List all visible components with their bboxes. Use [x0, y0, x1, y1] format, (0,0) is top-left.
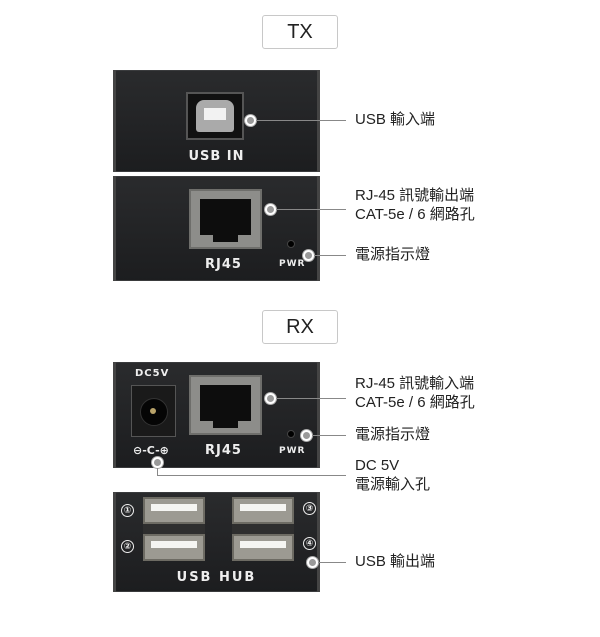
dc-silk: DC5V: [135, 368, 170, 379]
callout-line: [314, 255, 346, 256]
usb-port-3: [232, 497, 294, 524]
callout-dot: [152, 457, 163, 468]
rj45-port: [189, 189, 262, 249]
rj45-output-label: RJ-45 訊號輸出端: [355, 187, 475, 204]
pwr-led: [287, 240, 295, 248]
callout-line: [318, 562, 346, 563]
callout-dot: [307, 557, 318, 568]
callout-dot: [303, 250, 314, 261]
callout-line: [276, 398, 346, 399]
usb-b-port: [186, 92, 244, 140]
cat-label: CAT-5e / 6 網路孔: [355, 206, 475, 223]
power-led-label: 電源指示燈: [355, 426, 431, 443]
callout-dot: [265, 393, 276, 404]
usb-out-label: USB 輸出端: [355, 553, 436, 570]
callout-dot: [301, 430, 312, 441]
rj45-input-label: RJ-45 訊號輸入端: [355, 375, 475, 392]
callout-line: [157, 468, 158, 476]
tx-usb-panel: USB IN: [113, 70, 320, 172]
callout-line: [276, 209, 346, 210]
port-number: ①: [121, 504, 134, 517]
usb-hub-panel: ① ② ③ ④ USB HUB: [113, 492, 320, 592]
rx-rj45-panel: DC5V ⊖-C-⊕ RJ45 PWR: [113, 362, 320, 468]
usb-in-label: USB 輸入端: [355, 111, 436, 128]
pwr-led: [287, 430, 295, 438]
usb-hub-silk: USB HUB: [176, 570, 257, 585]
callout-line: [157, 475, 346, 476]
rx-title: RX: [262, 310, 338, 344]
tx-title: TX: [262, 15, 338, 49]
rj45-silk: RJ45: [205, 443, 242, 458]
polarity-symbol: ⊖-C-⊕: [133, 444, 169, 457]
port-number: ③: [303, 502, 316, 515]
usb-in-silk: USB IN: [188, 149, 245, 164]
usb-port-2: [143, 534, 205, 561]
port-number: ②: [121, 540, 134, 553]
usb-port-1: [143, 497, 205, 524]
power-led-label: 電源指示燈: [355, 246, 431, 263]
callout-line: [256, 120, 346, 121]
tx-rj45-panel: RJ45 PWR: [113, 176, 320, 281]
rj45-silk: RJ45: [205, 257, 242, 272]
callout-dot: [245, 115, 256, 126]
pwr-silk: PWR: [279, 259, 306, 269]
rj45-port: [189, 375, 262, 435]
usb-port-4: [232, 534, 294, 561]
pwr-silk: PWR: [279, 446, 306, 456]
port-number: ④: [303, 537, 316, 550]
dc-input-label: 電源輸入孔: [355, 476, 431, 493]
callout-line: [312, 435, 346, 436]
callout-dot: [265, 204, 276, 215]
dc-jack: [131, 385, 176, 437]
dc-5v-label: DC 5V: [355, 457, 400, 474]
cat-label: CAT-5e / 6 網路孔: [355, 394, 475, 411]
